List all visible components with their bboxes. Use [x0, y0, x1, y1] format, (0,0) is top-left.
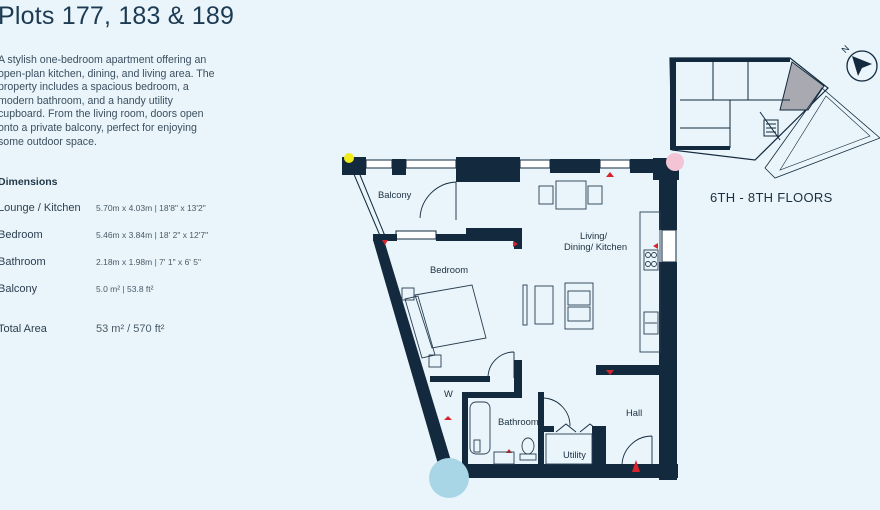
dimension-row: Lounge / Kitchen 5.70m x 4.03m | 18'8" x… — [0, 202, 238, 218]
dimension-label: Bedroom — [0, 229, 43, 241]
dimension-row: Bathroom 2.18m x 1.98m | 7' 1" x 6' 5" — [0, 256, 238, 272]
basin — [493, 451, 515, 465]
key-plan — [669, 57, 880, 179]
room-label-wardrobe: W — [444, 388, 453, 399]
total-area-label: Total Area — [0, 323, 47, 335]
dimension-label: Lounge / Kitchen — [0, 202, 81, 214]
total-area-row: Total Area 53 m² / 570 ft² — [0, 323, 238, 339]
total-area-value: 53 m² / 570 ft² — [96, 323, 165, 335]
dining-chair — [587, 185, 603, 205]
coffee-table — [534, 285, 554, 325]
dimension-row: Bedroom 5.46m x 3.84m | 18' 2" x 12'7" — [0, 229, 238, 245]
page-title: Plots 177, 183 & 189 — [0, 2, 235, 30]
balcony-area — [352, 169, 386, 239]
sink — [643, 311, 659, 335]
room-label-utility: Utility — [563, 449, 586, 460]
compass-icon — [846, 50, 878, 82]
highlighted-unit — [779, 61, 825, 111]
compass: N — [840, 43, 878, 82]
outer-walls — [342, 157, 679, 480]
dimension-label: Balcony — [0, 283, 38, 295]
pink-marker — [666, 153, 684, 171]
dimension-value: 5.70m x 4.03m | 18'8" x 13'2" — [96, 203, 206, 213]
room-label-hall: Hall — [626, 407, 642, 418]
bedside-table — [428, 354, 442, 368]
blue-marker — [429, 458, 469, 498]
toilet — [521, 437, 535, 455]
room-label-bedroom: Bedroom — [430, 264, 468, 275]
dimension-row: Balcony 5.0 m² | 53.8 ft² — [0, 283, 238, 299]
room-label-balcony: Balcony — [378, 189, 412, 200]
yellow-marker — [344, 153, 354, 163]
room-label-bathroom: Bathroom — [498, 416, 539, 427]
description: A stylish one-bedroom apartment offering… — [0, 54, 215, 148]
furniture — [401, 180, 661, 465]
kitchen-counter — [639, 211, 661, 353]
interior-walls — [373, 228, 662, 466]
bedside-table — [401, 287, 415, 301]
tv-unit — [522, 284, 528, 326]
hob — [643, 249, 659, 271]
dining-chair — [538, 185, 554, 205]
room-label-living: Living/ — [580, 230, 607, 241]
compass-label: N — [840, 43, 852, 55]
dining-table — [555, 180, 587, 210]
utility-cupboard — [545, 433, 593, 465]
dimension-value: 5.46m x 3.84m | 18' 2" x 12'7" — [96, 230, 209, 240]
dimension-value: 2.18m x 1.98m | 7' 1" x 6' 5" — [96, 257, 202, 267]
bed — [414, 284, 487, 349]
dimensions-heading: Dimensions — [0, 176, 58, 188]
bathtub — [469, 401, 491, 455]
door-markers — [382, 172, 658, 472]
doors — [419, 181, 653, 467]
floors-label: 6TH - 8TH FLOORS — [710, 190, 833, 205]
dimension-label: Bathroom — [0, 256, 46, 268]
room-label-living-2: Dining/ Kitchen — [564, 241, 627, 252]
sofa — [564, 282, 594, 330]
dimension-value: 5.0 m² | 53.8 ft² — [96, 284, 154, 294]
windows — [365, 159, 677, 263]
